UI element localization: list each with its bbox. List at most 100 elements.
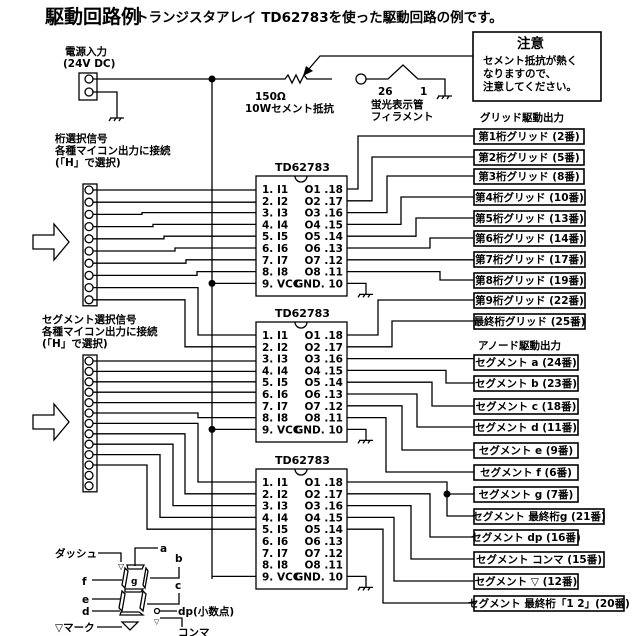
- output-label-text: セグメント 最終桁g (21番): [472, 510, 606, 523]
- segment-g-label: g: [131, 577, 137, 587]
- output-wire: [347, 416, 474, 473]
- output-wire: [347, 175, 474, 214]
- output-label-text: セグメント 最終桁「1 2」(20番): [468, 597, 630, 610]
- anode-output-label: セグメント b (23番): [473, 375, 579, 392]
- output-wire: [347, 493, 474, 538]
- connector-pin: [84, 481, 94, 491]
- chip-pin-left: 7. I7: [262, 548, 288, 560]
- output-label-box: [473, 189, 586, 206]
- grid-output-label: 第8桁グリッド (19番): [473, 272, 586, 289]
- chip-pin-left: 3. I3: [262, 354, 288, 366]
- chip-pin-right: O7 .12: [305, 548, 344, 560]
- ground-symbol: [357, 439, 373, 444]
- chip-pin-right: O4 .15: [305, 219, 344, 231]
- output-label-text: 第8桁グリッド (19番): [475, 274, 584, 287]
- chip-pin-right: O2 .17: [305, 342, 344, 354]
- output-label-text: セグメント f (6番): [480, 466, 572, 479]
- chip-body: [255, 321, 348, 443]
- output-label-box: [473, 354, 579, 371]
- chip-pin-left: 5. I5: [262, 231, 288, 243]
- grid-output-label: 第7桁グリッド (17番): [473, 251, 586, 268]
- output-label-box: [473, 464, 579, 481]
- dp-dot-icon: [153, 607, 161, 615]
- chip-notch: [294, 175, 308, 183]
- dash-triangle-icon: ▽: [118, 562, 125, 571]
- triangle-mark-icon: [120, 621, 140, 631]
- resistor-symbol: [212, 73, 332, 85]
- chip-pin-right: O7 .12: [305, 401, 344, 413]
- segment-input-label: セグメント選択信号: [42, 313, 137, 326]
- anode-output-label: セグメント d (11番): [473, 419, 579, 436]
- filament-terminal: [355, 73, 367, 85]
- resistor-value: 150Ω: [255, 91, 286, 103]
- output-wire: [347, 299, 474, 336]
- gnd-wire: [347, 575, 367, 588]
- filament-label-2: フィラメント: [371, 111, 433, 123]
- signal-wire: [93, 259, 256, 264]
- chip-name: TD62783: [275, 454, 330, 467]
- chip-pin-left: 2. I2: [262, 489, 288, 501]
- segment-dash-label: ダッシュ: [55, 547, 97, 560]
- output-label-text: セグメント d (11番): [475, 421, 577, 434]
- output-label-text: セグメント dp (16番): [471, 531, 581, 544]
- grid-output-heading: グリッド駆動出力: [480, 111, 564, 124]
- chip-pin-left: 1. I1: [262, 184, 288, 196]
- output-label-text: 第1桁グリッド (2番): [478, 130, 579, 143]
- output-label-box: [473, 272, 586, 289]
- grid-output-label: 第4桁グリッド (10番): [473, 189, 586, 206]
- chip-body: [255, 468, 348, 590]
- chip-pin-left: 3. I3: [262, 501, 288, 513]
- chip-pin-right: O4 .15: [305, 512, 344, 524]
- resistor-description: 10Wセメント抵抗: [245, 102, 334, 115]
- chip-pin-right: O3 .16: [305, 354, 344, 366]
- chip-pin-left: 4. I4: [262, 512, 288, 524]
- output-wire: [347, 237, 474, 249]
- chip-name: TD62783: [275, 307, 330, 320]
- digit-input-label: 桁選択信号: [55, 132, 108, 145]
- output-label-box: [473, 595, 625, 612]
- chip-pin-right: O1 .18: [305, 477, 344, 489]
- output-label-box: [473, 419, 579, 436]
- chip-pin-left: 9. VCC: [262, 278, 301, 290]
- chip-pin-right: O8 .11: [305, 267, 344, 279]
- output-label-text: セグメント b (23番): [475, 377, 577, 390]
- chip-pin-left: 2. I2: [262, 342, 288, 354]
- output-label-text: 第6桁グリッド (14番): [475, 232, 584, 245]
- anode-output-label: セグメント g (7番): [473, 486, 579, 503]
- signal-wire: [93, 247, 256, 252]
- segment-input-arrow-icon: [32, 402, 70, 442]
- output-label-text: セグメント コンマ (15番): [476, 553, 602, 566]
- seven-segment-diagram: ダッシュ ▽ a b c f e d g dp(小数点) ▽ コンマ ▽マーク: [55, 543, 234, 636]
- grid-output-label: 第6桁グリッド (14番): [473, 230, 586, 247]
- chip-notch: [294, 321, 308, 329]
- segment-dp-label: dp(小数点): [178, 605, 234, 618]
- signal-wire: [93, 223, 256, 228]
- grid-output-label: 第2桁グリッド (5番): [473, 149, 585, 166]
- chip-pin-left: 9. VCC: [262, 424, 301, 436]
- output-label-box: [473, 573, 579, 590]
- output-label-text: 第3桁グリッド (8番): [478, 170, 579, 183]
- output-label-box: [473, 168, 585, 185]
- chip-name: TD62783: [275, 161, 330, 174]
- chip-pin-right: O8 .11: [305, 413, 344, 425]
- signal-wire: [93, 235, 256, 240]
- signal-wire: [93, 453, 256, 519]
- anode-output-label: セグメント dp (16番): [471, 529, 581, 546]
- output-label-text: 最終桁グリッド (25番): [474, 315, 586, 328]
- chip-pin-right: O2 .17: [305, 489, 344, 501]
- power-voltage: (24V DC): [63, 58, 115, 70]
- gnd-wire: [347, 428, 367, 441]
- chip-pin-left: 4. I4: [262, 365, 288, 377]
- chip-pin-right: O4 .15: [305, 365, 344, 377]
- caution-title: 注意: [517, 35, 544, 52]
- segment-a-label: a: [160, 543, 167, 555]
- output-wire: [347, 217, 474, 237]
- chip-pin-right: O1 .18: [305, 330, 344, 342]
- signal-wire: [93, 433, 256, 495]
- anode-output-label: セグメント ▽ (12番): [473, 573, 579, 590]
- chip-pin-left: 2. I2: [262, 196, 288, 208]
- output-label-box: [473, 529, 579, 546]
- output-label-box: [473, 292, 586, 309]
- output-wire: [347, 369, 474, 384]
- output-wire: [347, 196, 474, 226]
